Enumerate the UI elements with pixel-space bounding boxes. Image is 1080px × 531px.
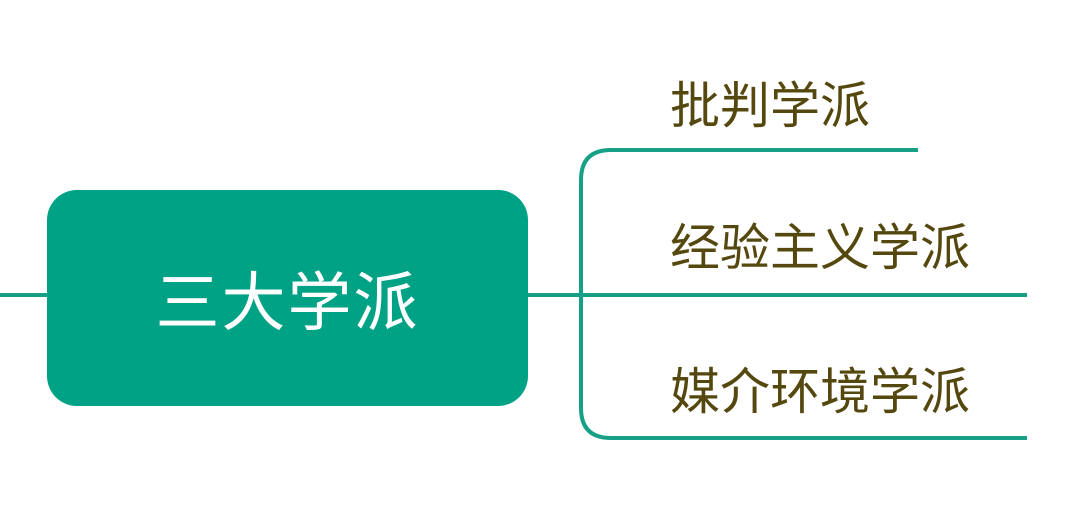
root-node[interactable]: 三大学派 <box>47 190 528 406</box>
branch-node-media-ecology-school[interactable]: 媒介环境学派 <box>670 352 970 424</box>
branch-node-empirical-school[interactable]: 经验主义学派 <box>670 208 970 280</box>
branch-label: 媒介环境学派 <box>670 363 970 421</box>
branch-label: 经验主义学派 <box>670 219 970 277</box>
branch-node-critical-school[interactable]: 批判学派 <box>670 66 870 138</box>
branch-bracket <box>579 148 1027 440</box>
branch-label: 批判学派 <box>670 77 870 135</box>
root-label: 三大学派 <box>155 267 420 341</box>
